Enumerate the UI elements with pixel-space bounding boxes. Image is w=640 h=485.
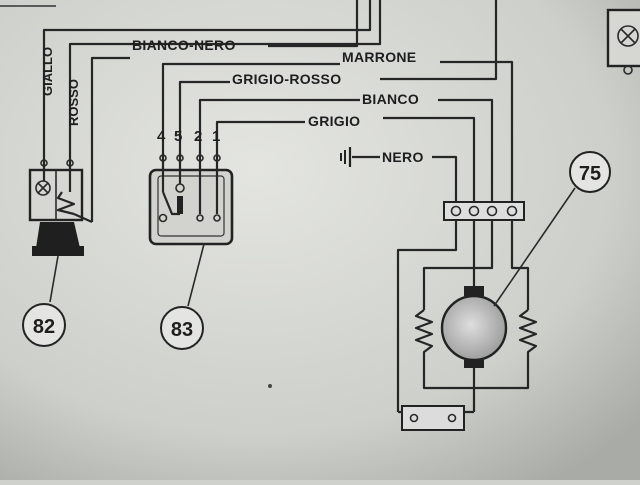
- switch-pin-1: 1: [212, 128, 220, 145]
- coil-icon: [56, 191, 76, 216]
- wire-label-marrone: MARRONE: [342, 49, 416, 65]
- partial-lamp-unit-right: [606, 8, 640, 75]
- wire-label-giallo: GIALLO: [40, 47, 55, 96]
- switch-pin-4: 4: [157, 128, 166, 145]
- lamp-icon-right: [617, 25, 639, 47]
- ref-label-75: 75: [579, 163, 601, 185]
- motor-brush-bottom: [464, 360, 484, 368]
- terminal-block: [443, 201, 525, 221]
- wire-bianco-right: [438, 98, 494, 210]
- wire-giallo: [42, 0, 372, 160]
- wire-label-grigio: GRIGIO: [308, 113, 360, 129]
- ref-circle-75: [569, 151, 611, 193]
- leader-83: [187, 243, 205, 307]
- motor-brush-top: [464, 286, 484, 296]
- lamp-base: [36, 222, 80, 248]
- wire-marrone-left: [161, 62, 340, 150]
- ref-circle-83: [160, 306, 204, 350]
- motor-icon: [440, 294, 508, 362]
- field-coil-right: [474, 309, 538, 390]
- wire-grigio-rosso-right: [380, 0, 498, 81]
- wire-label-grigio-rosso: GRIGIO-ROSSO: [232, 71, 341, 87]
- wire-grigio-left: [215, 120, 305, 150]
- limit-switch-icon: [401, 405, 465, 431]
- wire-motor-left: [396, 220, 458, 412]
- ref-label-82: 82: [33, 316, 55, 338]
- switch-unit: [148, 150, 234, 246]
- wire-bianco-left: [198, 98, 360, 150]
- leader-75: [493, 187, 576, 307]
- wire-motor-field-left: [422, 220, 494, 310]
- ref-label-83: 83: [171, 319, 193, 341]
- wire-label-rosso: ROSSO: [66, 79, 81, 126]
- wire-label-nero: NERO: [382, 149, 424, 165]
- wire-label-bianco: BIANCO: [362, 91, 419, 107]
- wire-nero: [432, 155, 458, 210]
- ground-icon: [340, 147, 352, 167]
- wire-bianco-nero-left: [90, 56, 130, 222]
- switch-pin-5: 5: [174, 128, 182, 145]
- wire-bianco-nero-right: [268, 0, 359, 48]
- wire-grigio-right: [383, 116, 476, 210]
- leader-82: [49, 255, 59, 303]
- wire-label-bianco-nero: BIANCO-NERO: [132, 37, 236, 53]
- wire-marrone-right: [440, 60, 514, 210]
- lamp-unit: [28, 159, 93, 256]
- ref-circle-82: [22, 303, 66, 347]
- wire-group: [42, 0, 514, 222]
- field-coil-left: [414, 309, 474, 390]
- wire-grigio-rosso-left: [178, 80, 230, 150]
- wire-rosso: [68, 0, 382, 160]
- switch-pin-2: 2: [194, 128, 202, 145]
